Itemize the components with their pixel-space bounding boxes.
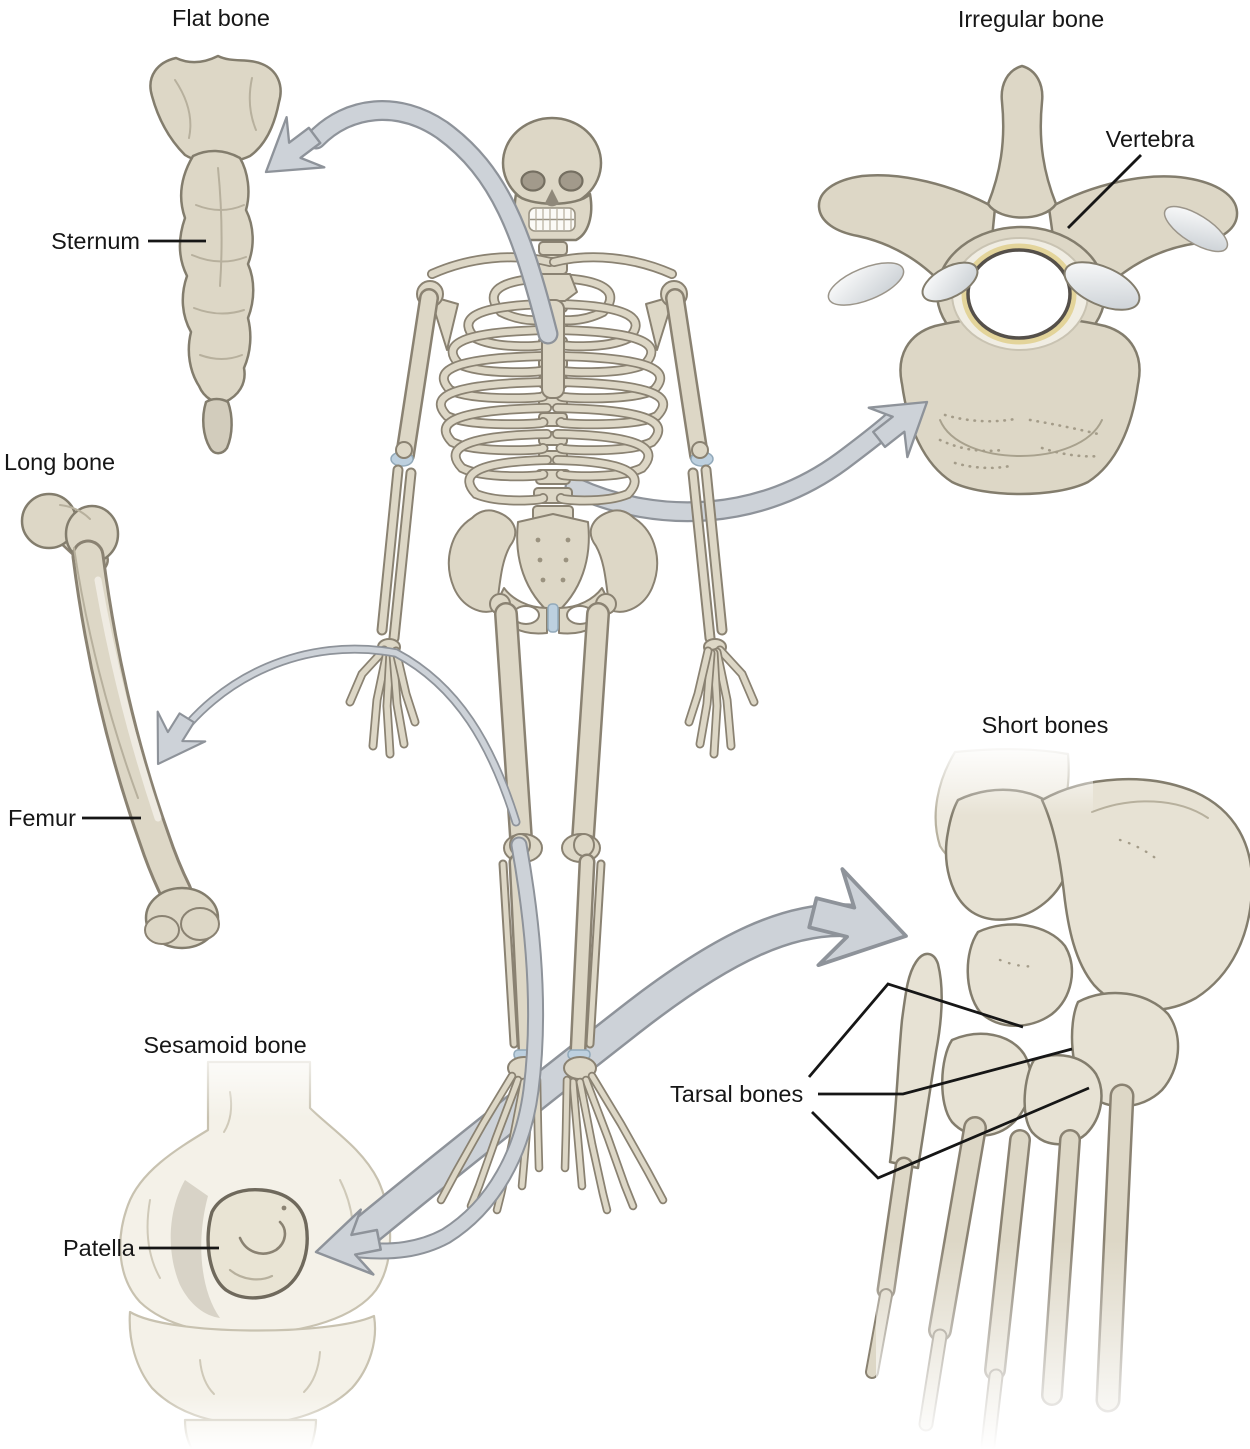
tarsal-leader-line-bottom xyxy=(811,1086,1090,1180)
label-vertebra: Vertebra xyxy=(1106,126,1196,152)
pelvis xyxy=(447,509,659,635)
arrow-to-long-bone xyxy=(133,644,521,827)
label-long-bone: Long bone xyxy=(4,449,115,475)
arrow-to-sesamoid-bone xyxy=(308,836,545,1286)
articular-facet-left xyxy=(921,261,979,303)
arm xyxy=(345,280,444,759)
vertebra-illustration xyxy=(817,64,1239,496)
femur-illustration xyxy=(20,492,220,950)
arrow-to-vertebra xyxy=(564,376,948,523)
cuneiform-bone xyxy=(941,1032,1032,1137)
label-irregular-bone: Irregular bone xyxy=(958,6,1104,32)
label-sesamoid-bone: Sesamoid bone xyxy=(143,1032,306,1058)
navicular-bone xyxy=(966,923,1074,1027)
skull xyxy=(501,116,603,242)
label-sternum: Sternum xyxy=(51,228,140,254)
label-flat-bone: Flat bone xyxy=(172,5,270,31)
label-patella: Patella xyxy=(63,1235,136,1261)
eye-socket xyxy=(558,170,584,192)
eye-socket xyxy=(520,170,546,192)
knee-illustration xyxy=(90,1040,430,1449)
label-short-bones: Short bones xyxy=(982,712,1109,738)
patella-bone xyxy=(206,1188,309,1300)
pubic-symphysis-cartilage xyxy=(547,603,559,633)
tarsal-leader-line-top xyxy=(807,982,1024,1078)
ribs-left xyxy=(435,273,552,506)
leader-lines xyxy=(82,154,1142,1250)
arrow-to-short-bones xyxy=(335,862,920,1259)
arrow-to-flat-bone xyxy=(245,100,559,345)
label-tarsal-bones: Tarsal bones xyxy=(670,1081,803,1107)
tarsal-leader-line-middle xyxy=(818,1047,1073,1096)
foot-illustration xyxy=(865,742,1250,1449)
labels: Flat bone Irregular bone Sternum Vertebr… xyxy=(4,5,1195,1261)
articular-facet-right xyxy=(1063,261,1141,311)
vertebra-leader-line xyxy=(1067,154,1142,229)
sternum-illustration xyxy=(149,54,282,455)
label-femur: Femur xyxy=(8,805,76,831)
